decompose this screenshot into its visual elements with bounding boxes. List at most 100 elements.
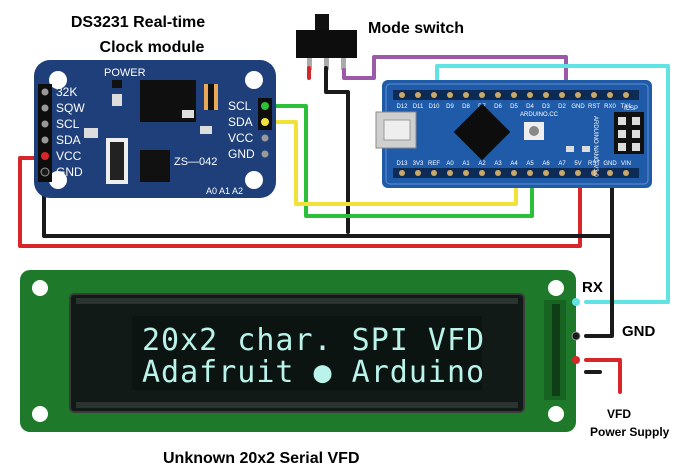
nano-bottom-pin-hole [511,170,517,176]
nano-bottom-pin-hole [399,170,405,176]
wire-purple [342,55,568,97]
nano-bottom-pin-a6: A6 [542,161,550,167]
nano-top-pin-d2: D2 [558,104,566,110]
rtc-pin-32k: 32K [56,85,77,99]
nano-bottom-pin-a1: A1 [462,161,470,167]
vfd-power-label-1: VFD [607,407,631,421]
nano-top-pin-d9: D9 [446,104,454,110]
nano-board-text: ARDUINO.CC [520,112,559,118]
rtc-pin-vcc-left: VCC [56,149,82,163]
nano-bottom-pin-hole [495,170,501,176]
switch-body [296,30,357,58]
rtc-pin-sda-left: SDA [56,133,81,147]
nano-top-pin-labels: D12D11D10D9D8D7D6D5D4D3D2GNDRSTRX0TX1 [396,92,632,110]
mode-switch [296,14,357,70]
nano-bottom-pin-hole [543,170,549,176]
rtc-title-line1: DS3231 Real-time [71,14,205,31]
nano-bottom-pin-hole [415,170,421,176]
vfd-power-label-2: Power Supply [590,425,670,439]
nano-top-pin-hole [479,92,485,98]
nano-top-pin-hole [447,92,453,98]
nano-top-pin-hole [431,92,437,98]
vfd-module: 20x2 char. SPI VFD Adafruit ● Arduino [20,270,581,432]
nano-top-pin-hole [575,92,581,98]
rtc-module: 32K SQW SCL SDA VCC GND POWER ZS—042 A0 … [34,60,276,198]
nano-top-pin-hole [591,92,597,98]
rtc-pin-sda-right: SDA [228,115,253,129]
nano-bottom-pin-a7: A7 [558,161,566,167]
nano-bottom-pin-a0: A0 [446,161,454,167]
nano-top-pin-hole [415,92,421,98]
nano-top-pin-d8: D8 [462,104,470,110]
vfd-line-2: Adafruit ● Arduino [142,355,485,390]
nano-bottom-pin-hole [447,170,453,176]
mode-switch-label: Mode switch [368,20,464,37]
nano-bottom-pin-hole [431,170,437,176]
nano-model-text: ARDUINO NANO V3.0 [592,116,598,177]
nano-bottom-pin-a4: A4 [510,161,518,167]
nano-top-pin-d3: D3 [542,104,550,110]
rtc-pin-scl-left: SCL [56,117,80,131]
nano-top-pin-hole [559,92,565,98]
nano-top-pin-hole [399,92,405,98]
rtc-chip-label: ZS—042 [174,156,217,168]
nano-bottom-pin-hole [591,170,597,176]
wire-green [260,104,534,218]
rtc-pin-gnd-left: GND [56,165,83,179]
nano-top-pin-hole [623,92,629,98]
vfd-caption: Unknown 20x2 Serial VFD [163,450,360,467]
rtc-title-line2: Clock module [100,39,205,56]
nano-top-pin-d10: D10 [428,104,440,110]
rtc-pin-scl-right: SCL [228,99,252,113]
rtc-address-pins: A0 A1 A2 [206,186,243,196]
nano-icsp-label: ICSP [624,106,638,112]
nano-top-pin-rx0: RX0 [604,104,616,110]
nano-top-pin-tx1: TX1 [620,104,632,110]
nano-top-pin-hole [511,92,517,98]
nano-bottom-pin-hole [559,170,565,176]
nano-bottom-pin-a2: A2 [478,161,486,167]
nano-top-pin-d6: D6 [494,104,502,110]
nano-top-pin-d12: D12 [396,104,408,110]
nano-bottom-pin-gnd: GND [603,161,617,167]
wire-red-vcc [18,156,582,248]
rtc-pin-gnd-right: GND [228,147,255,161]
nano-bottom-pin-vin: VIN [621,161,631,167]
switch-slider [315,14,329,30]
nano-top-pin-hole [463,92,469,98]
nano-bottom-pin-a5: A5 [526,161,534,167]
nano-bottom-pin-hole [463,170,469,176]
nano-bottom-pin-d13: D13 [396,161,408,167]
nano-bottom-pin-3v3: 3V3 [413,161,424,167]
nano-top-pin-hole [495,92,501,98]
nano-top-pin-d5: D5 [510,104,518,110]
nano-bottom-pin-hole [623,170,629,176]
rtc-right-pin-labels: SCL SDA VCC GND [228,99,255,161]
rtc-power-label: POWER [104,67,146,79]
nano-top-pin-rst: RST [588,104,600,110]
wire-black-switch [324,66,350,234]
nano-bottom-pin-rst: RST [588,161,600,167]
rtc-pin-vcc-right: VCC [228,131,254,145]
wire-black-vfd [584,176,614,338]
wire-red-vfd-power [584,358,622,394]
wire-cyan [435,64,670,304]
nano-bottom-pin-a3: A3 [494,161,502,167]
rtc-left-pin-labels: 32K SQW SCL SDA VCC GND [56,85,85,179]
rtc-pin-sqw: SQW [56,101,85,115]
nano-bottom-pin-hole [479,170,485,176]
nano-top-pin-d4: D4 [526,104,534,110]
nano-bottom-pin-5v: 5V [574,161,581,167]
arduino-nano: D12D11D10D9D8D7D6D5D4D3D2GNDRSTRX0TX1 D1… [375,80,652,188]
nano-top-pin-gnd: GND [571,104,585,110]
nano-bottom-pin-hole [575,170,581,176]
nano-top-pin-d11: D11 [413,104,424,110]
nano-top-pin-hole [607,92,613,98]
nano-top-pin-hole [527,92,533,98]
wire-yellow [260,120,518,206]
rx-label: RX [582,279,603,296]
vfd-line-1: 20x2 char. SPI VFD [142,323,485,358]
nano-bottom-pin-hole [607,170,613,176]
